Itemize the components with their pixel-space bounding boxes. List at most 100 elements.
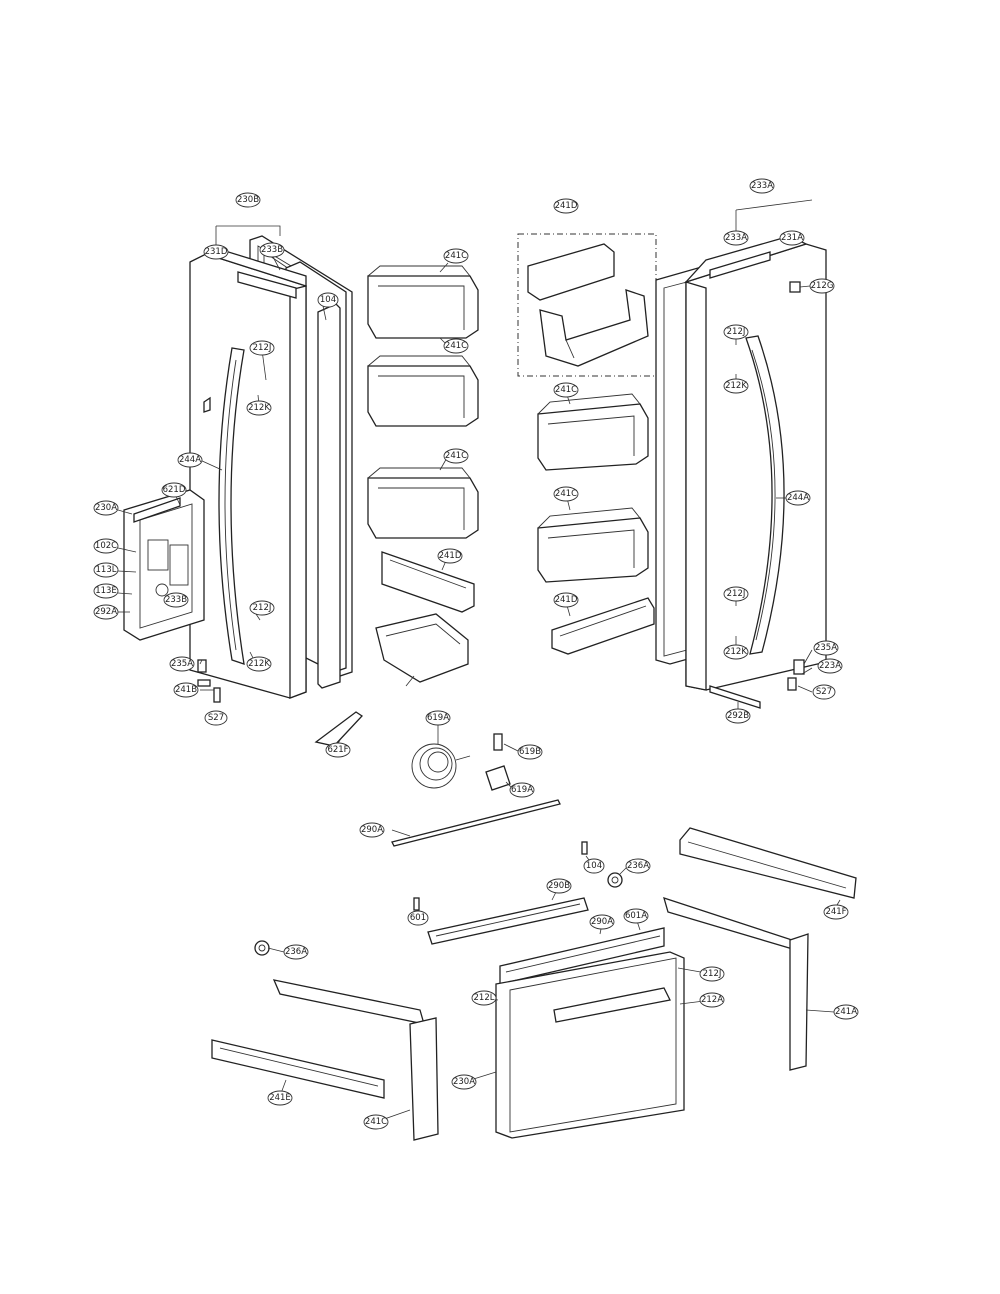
svg-text:241D: 241D — [439, 551, 462, 561]
callout-241d-3: 241D — [553, 592, 579, 608]
roller-236a-left — [254, 940, 270, 956]
callout-290a-2: 290A — [589, 914, 615, 930]
callout-212j-2: 212J — [249, 600, 275, 616]
bin-241c-3 — [367, 467, 479, 539]
svg-text:113L: 113L — [96, 565, 117, 575]
svg-text:241A: 241A — [835, 1007, 857, 1017]
svg-text:212J: 212J — [727, 327, 746, 337]
callout-s27: S27 — [204, 710, 228, 726]
svg-text:212L: 212L — [474, 993, 495, 1003]
callout-235a-2: 235A — [813, 640, 839, 656]
svg-text:621D: 621D — [163, 485, 186, 495]
cable-coil-619a — [411, 743, 471, 789]
callout-231d: 231D — [203, 244, 229, 260]
svg-text:290B: 290B — [548, 881, 570, 891]
callout-102c: 102C — [93, 538, 119, 554]
svg-text:241C: 241C — [445, 341, 467, 351]
callout-241e: 241E — [267, 1090, 293, 1106]
svg-text:292B: 292B — [727, 711, 749, 721]
svg-text:212J: 212J — [253, 603, 272, 613]
callout-212k-3: 212K — [723, 378, 749, 394]
svg-text:601: 601 — [410, 913, 426, 923]
svg-text:619A: 619A — [511, 785, 533, 795]
callout-233a-2: 233A — [723, 230, 749, 246]
svg-text:235A: 235A — [815, 643, 837, 653]
drawer-gasket-290a — [499, 927, 665, 985]
drawer-side-left — [272, 979, 439, 1141]
svg-text:230A: 230A — [95, 503, 117, 513]
svg-text:241C: 241C — [445, 251, 467, 261]
callout-230a-2: 230A — [451, 1074, 477, 1090]
svg-text:231D: 231D — [205, 247, 228, 257]
svg-text:292A: 292A — [95, 607, 117, 617]
callout-212a: 212A — [699, 992, 725, 1008]
callout-212j-4: 212J — [723, 586, 749, 602]
callout-113e: 113E — [93, 583, 119, 599]
svg-text:102C: 102C — [95, 541, 117, 551]
svg-text:290A: 290A — [591, 917, 613, 927]
svg-text:233A: 233A — [725, 233, 747, 243]
svg-text:230B: 230B — [237, 195, 259, 205]
rod-290a — [391, 799, 561, 847]
svg-text:244A: 244A — [179, 455, 201, 465]
callout-233b-2: 233B — [163, 592, 189, 608]
svg-text:241C: 241C — [365, 1117, 387, 1127]
callout-233b: 233B — [259, 242, 285, 258]
callout-244a: 244A — [177, 452, 203, 468]
svg-text:241C: 241C — [555, 385, 577, 395]
callout-230b: 230B — [235, 192, 261, 208]
callout-601a: 601A — [623, 908, 649, 924]
callout-212l: 212L — [471, 990, 497, 1006]
left-door-handle — [218, 347, 245, 665]
svg-text:233A: 233A — [751, 181, 773, 191]
svg-text:212J: 212J — [253, 343, 272, 353]
svg-text:233B: 233B — [261, 245, 283, 255]
callout-235a: 235A — [169, 656, 195, 672]
callout-241b: 241B — [173, 682, 199, 698]
svg-text:212J: 212J — [727, 589, 746, 599]
callout-236a: 236A — [625, 858, 651, 874]
svg-text:235A: 235A — [171, 659, 193, 669]
connector-619b — [493, 733, 503, 751]
callout-230a: 230A — [93, 500, 119, 516]
right-door-handle — [745, 335, 785, 655]
drawer-side-right — [663, 897, 809, 1071]
drawer-front-panel — [495, 951, 685, 1139]
svg-text:244A: 244A — [787, 493, 809, 503]
callout-231a: 231A — [779, 230, 805, 246]
svg-text:212K: 212K — [725, 647, 747, 657]
callout-241c-6: 241C — [363, 1114, 389, 1130]
bin-241d — [381, 551, 475, 613]
right-hinge-parts — [709, 659, 805, 709]
callout-290a: 290A — [359, 822, 385, 838]
bracket-621f — [314, 711, 363, 747]
callout-601: 601 — [407, 910, 429, 926]
callout-241c-5: 241C — [553, 486, 579, 502]
callout-619a: 619A — [425, 710, 451, 726]
svg-text:241F: 241F — [825, 907, 846, 917]
svg-text:S27: S27 — [816, 687, 832, 697]
svg-text:233B: 233B — [165, 595, 187, 605]
rail-241f-right — [679, 827, 857, 899]
callout-212j-5: 212J — [699, 966, 725, 982]
bar-290b — [427, 897, 589, 945]
svg-text:S27: S27 — [208, 713, 224, 723]
callout-212j-3: 212J — [723, 324, 749, 340]
bin-241c-1 — [367, 265, 479, 339]
callout-241c-1: 241C — [443, 248, 469, 264]
callout-212g: 212G — [809, 278, 835, 294]
svg-text:236A: 236A — [627, 861, 649, 871]
callout-241c-4: 241C — [553, 382, 579, 398]
bin-241d-right — [551, 597, 655, 655]
callout-241d-1: 241D — [437, 548, 463, 564]
svg-text:212K: 212K — [725, 381, 747, 391]
callout-621d: 621D — [161, 482, 187, 498]
callout-292b: 292B — [725, 708, 751, 724]
callout-292a: 292A — [93, 604, 119, 620]
callout-104: 104 — [317, 292, 339, 308]
svg-text:223A: 223A — [819, 661, 841, 671]
svg-text:241E: 241E — [269, 1093, 291, 1103]
svg-text:104: 104 — [586, 861, 602, 871]
callout-241d-2: 241D — [553, 198, 579, 214]
